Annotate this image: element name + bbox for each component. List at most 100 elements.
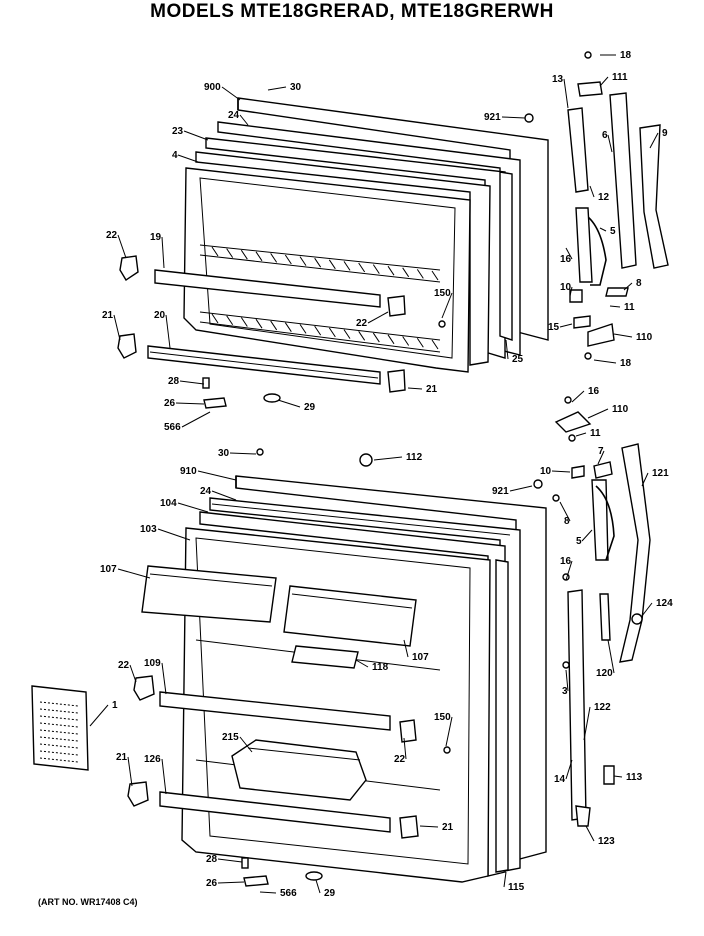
leader-line: [445, 716, 453, 747]
clip-22-lower-right: [399, 719, 417, 743]
callout-c25: 25: [512, 354, 524, 365]
callout-c21d: 21: [442, 822, 454, 833]
shelf-bar-19: [154, 269, 381, 308]
leader-line: [597, 450, 605, 465]
leader-line: [175, 402, 205, 405]
callout-c18b: 18: [620, 358, 632, 369]
bin-107-right: [283, 585, 417, 647]
callout-c18a: 18: [620, 50, 632, 61]
leader-line: [551, 470, 571, 473]
callout-c109: 109: [144, 658, 161, 669]
leader-line: [161, 662, 167, 695]
leader-line: [373, 456, 403, 461]
leader-line: [239, 114, 249, 126]
part-112: [359, 453, 373, 467]
callout-c29b: 29: [324, 888, 336, 899]
part-150-lower: [443, 746, 451, 754]
part-29-lower: [305, 871, 323, 881]
hinge-111: [577, 81, 603, 97]
leader-line: [129, 664, 137, 683]
callout-c16c: 16: [560, 556, 572, 567]
part-113: [603, 765, 615, 785]
callout-c921a: 921: [484, 112, 501, 123]
callout-c8b: 8: [564, 516, 570, 527]
hinge-110-lower: [554, 411, 592, 433]
part-123: [575, 805, 591, 827]
callout-c11a: 11: [624, 302, 635, 313]
leader-line: [127, 756, 133, 787]
callout-c921b: 921: [492, 486, 509, 497]
clip-22-left: [119, 255, 139, 281]
leader-line: [613, 775, 623, 778]
leader-line: [407, 387, 423, 390]
callout-c112: 112: [406, 452, 423, 463]
leader-line: [509, 485, 533, 492]
callout-c21b: 21: [426, 384, 438, 395]
callout-c30b: 30: [218, 448, 230, 459]
shelf-bar-126: [159, 791, 391, 833]
callout-c6: 6: [602, 130, 608, 141]
leader-line: [441, 292, 453, 319]
leader-line: [157, 528, 191, 541]
leader-line: [179, 380, 205, 385]
leader-line: [217, 858, 243, 863]
leader-line: [623, 282, 633, 291]
part-120: [599, 593, 611, 641]
callout-c126: 126: [144, 754, 161, 765]
leader-line: [89, 704, 109, 727]
part-26-lower: [243, 875, 269, 887]
part-921: [524, 113, 534, 123]
handle-5-lower: [591, 479, 609, 561]
callout-c115: 115: [508, 882, 525, 893]
bin-215: [231, 739, 367, 801]
callout-c15: 15: [548, 322, 560, 333]
leader-line: [607, 639, 615, 674]
clip-21-left: [117, 333, 137, 359]
leader-line: [183, 130, 209, 141]
strip-9: [639, 124, 669, 269]
leader-line: [177, 502, 209, 513]
leader-line: [165, 314, 171, 349]
leader-line: [113, 314, 121, 341]
callout-c124: 124: [656, 598, 673, 609]
leader-line: [277, 399, 301, 408]
fresh-food-door-assembly: [31, 448, 547, 887]
callout-c24b: 24: [200, 486, 212, 497]
leader-line: [117, 568, 151, 579]
callout-c11b: 11: [590, 428, 601, 439]
upper-shelf-ribs: [199, 244, 441, 283]
leader-line: [613, 333, 633, 338]
leader-line: [505, 339, 509, 360]
part-28: [202, 377, 210, 389]
shelf-bar-109: [159, 691, 391, 731]
callout-c5a: 5: [610, 226, 616, 237]
leader-line: [565, 560, 573, 581]
callout-c5b: 5: [576, 536, 582, 547]
leader-line: [403, 639, 409, 658]
callout-c121: 121: [652, 468, 669, 479]
leader-line: [563, 78, 569, 109]
callout-c150b: 150: [434, 712, 451, 723]
leader-line: [259, 891, 277, 894]
art-number: (ART NO. WR17408 C4): [38, 897, 138, 907]
callout-c22d: 22: [394, 754, 406, 765]
leader-line: [641, 472, 649, 487]
callout-c110a: 110: [636, 332, 653, 343]
leader-line: [607, 134, 613, 153]
clip-21-lower-right: [399, 815, 419, 839]
leader-line: [587, 408, 609, 419]
callout-c120: 120: [596, 668, 613, 679]
callout-c9: 9: [662, 128, 668, 139]
leader-line: [419, 825, 439, 828]
leader-line: [229, 452, 257, 455]
leader-line: [583, 706, 591, 741]
callout-c24a: 24: [228, 110, 240, 121]
callout-c566b: 566: [280, 888, 297, 899]
callout-c8: 8: [636, 278, 642, 289]
hinge-110: [587, 323, 615, 347]
diagram-title: MODELS MTE18GRERAD, MTE18GRERWH: [150, 1, 554, 22]
callout-c103: 103: [140, 524, 157, 535]
leader-line: [367, 311, 389, 324]
leader-line: [503, 871, 507, 888]
